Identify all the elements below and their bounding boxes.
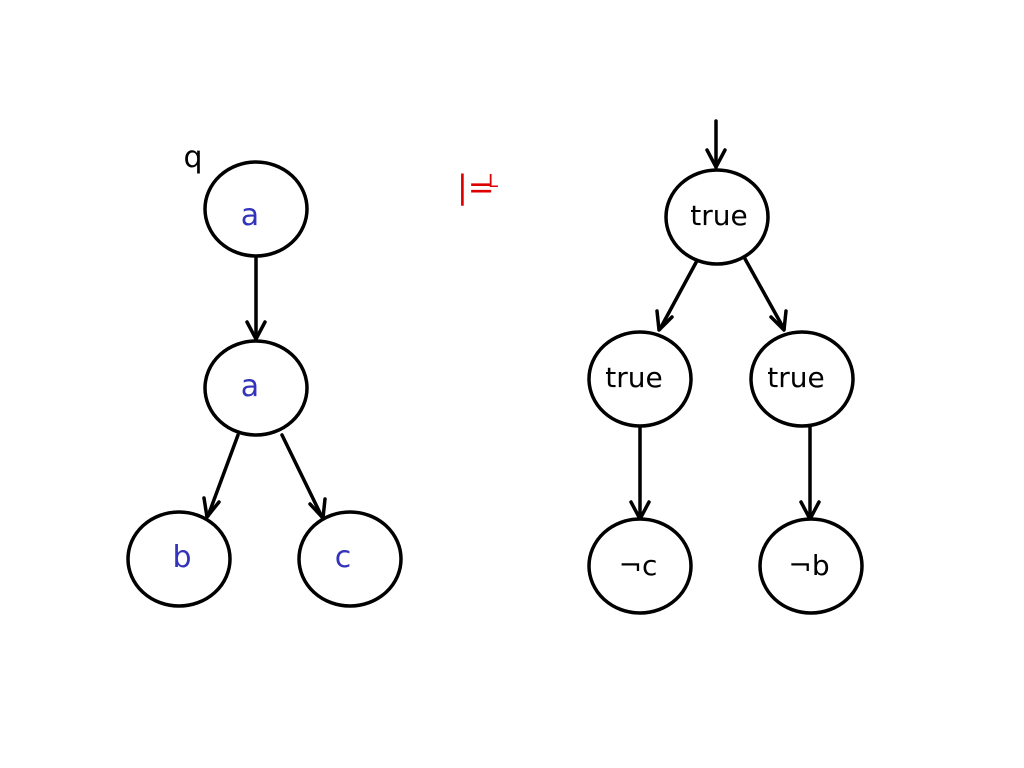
right-node-right: true bbox=[749, 330, 855, 428]
left-node-mid-label: a bbox=[241, 369, 259, 404]
relation-symbol: |= L bbox=[457, 168, 498, 206]
left-node-c: c bbox=[297, 510, 403, 608]
right-node-right-leaf-label: ¬b bbox=[788, 549, 829, 582]
right-node-root-label: true bbox=[690, 199, 747, 232]
right-node-right-label: true bbox=[767, 361, 824, 394]
right-edge-root-to-left bbox=[655, 255, 701, 332]
left-node-b: b bbox=[126, 510, 232, 608]
right-node-left: true bbox=[587, 330, 693, 428]
right-node-left-label: true bbox=[605, 361, 662, 394]
right-tree: true true true ¬c ¬b bbox=[587, 119, 864, 615]
entry-arrow bbox=[705, 119, 727, 169]
right-node-root: true bbox=[664, 168, 770, 266]
left-tree: q a a b c bbox=[126, 140, 403, 608]
right-edge-right-to-leaf bbox=[799, 425, 821, 521]
relation-main: |= bbox=[457, 168, 495, 206]
right-node-left-leaf: ¬c bbox=[587, 517, 693, 615]
left-node-mid: a bbox=[203, 339, 309, 437]
relation-superscript: L bbox=[488, 171, 498, 192]
right-edge-left-to-leaf bbox=[629, 425, 651, 521]
left-edge-mid-to-c bbox=[280, 433, 327, 520]
right-node-right-leaf: ¬b bbox=[758, 517, 864, 615]
left-node-c-label: c bbox=[335, 540, 352, 575]
left-edge-root-to-mid bbox=[245, 255, 267, 341]
left-node-b-label: b bbox=[172, 540, 191, 575]
state-label-q: q bbox=[183, 140, 202, 175]
left-edge-mid-to-b bbox=[202, 433, 240, 519]
left-node-root: a bbox=[203, 160, 309, 258]
right-edge-root-to-right bbox=[742, 255, 788, 332]
left-node-root-label: a bbox=[241, 198, 259, 233]
right-node-left-leaf-label: ¬c bbox=[619, 549, 658, 582]
